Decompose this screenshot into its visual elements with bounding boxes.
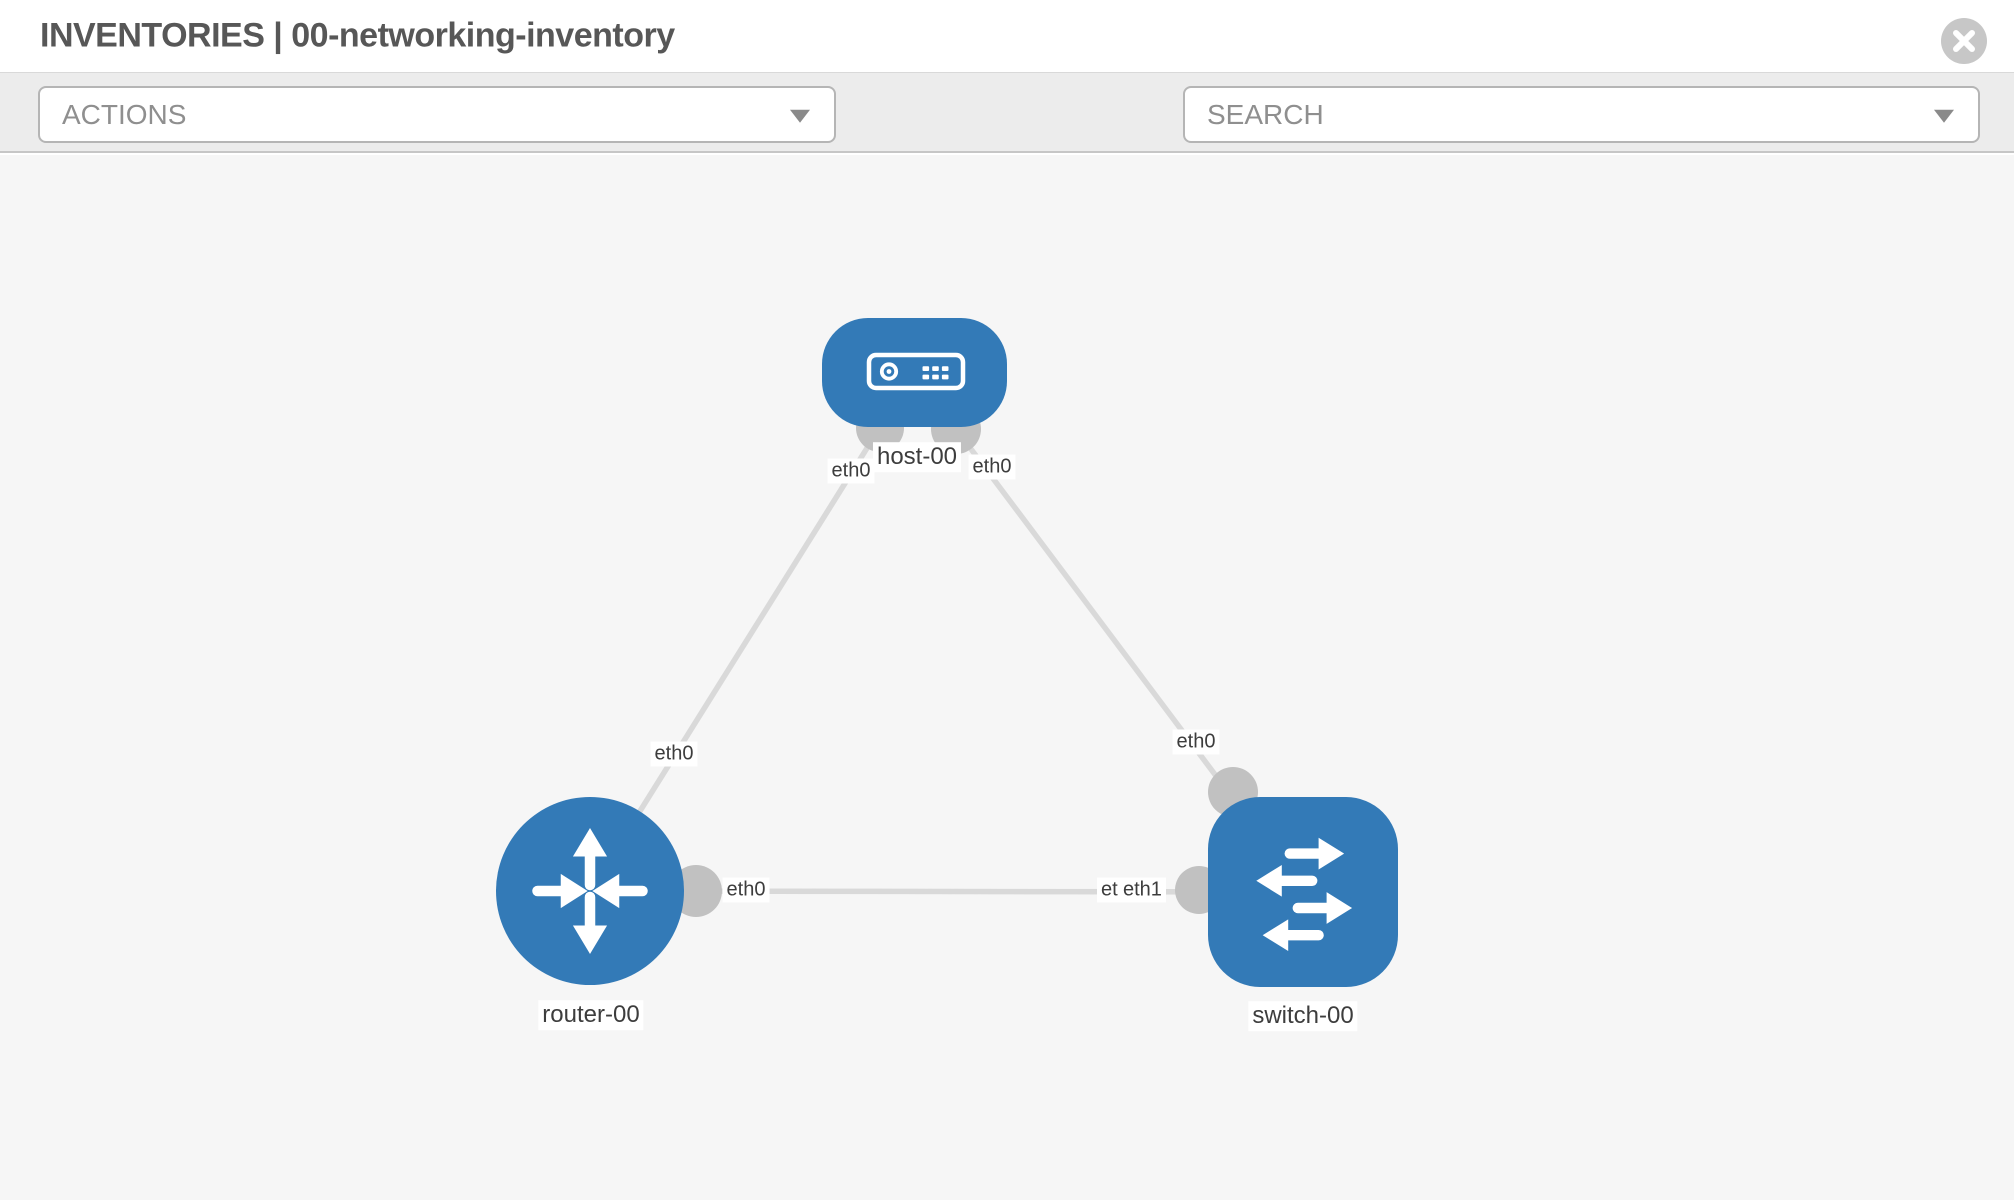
node-switch-00[interactable] — [1208, 797, 1398, 987]
router-icon — [532, 828, 648, 954]
close-icon — [1953, 30, 1975, 52]
chevron-down-icon — [1934, 109, 1954, 123]
interface-label: eth1 — [1119, 877, 1166, 903]
node-label-switch: switch-00 — [1248, 1001, 1358, 1031]
toolbar: ACTIONS SEARCH — [0, 72, 2014, 206]
node-host-00[interactable] — [822, 318, 1007, 427]
node-router-00[interactable] — [496, 797, 684, 985]
topology-canvas[interactable]: host-00 router-00 switch-00 eth0 eth0 et… — [0, 155, 2014, 1200]
actions-dropdown[interactable]: ACTIONS — [38, 86, 836, 143]
switch-icon — [1256, 837, 1353, 952]
node-label-router: router-00 — [538, 1000, 644, 1030]
interface-label: eth0 — [722, 877, 770, 903]
host-icon — [866, 352, 966, 391]
node-label-host: host-00 — [872, 442, 962, 472]
interfaces-layer — [670, 404, 1258, 917]
interface-label: eth0 — [827, 458, 875, 484]
close-button[interactable] — [1941, 18, 1987, 64]
window-header: INVENTORIES | 00-networking-inventory — [0, 0, 2014, 72]
page-title: INVENTORIES | 00-networking-inventory — [40, 16, 675, 55]
actions-dropdown-label: ACTIONS — [62, 98, 187, 130]
interface-label: eth0 — [968, 454, 1016, 480]
search-dropdown-label: SEARCH — [1207, 98, 1324, 130]
interface-label: eth0 — [1172, 729, 1220, 755]
interface-label: eth0 — [650, 741, 698, 767]
search-dropdown[interactable]: SEARCH — [1183, 86, 1980, 143]
chevron-down-icon — [790, 109, 810, 123]
topology-graph — [496, 318, 1398, 987]
